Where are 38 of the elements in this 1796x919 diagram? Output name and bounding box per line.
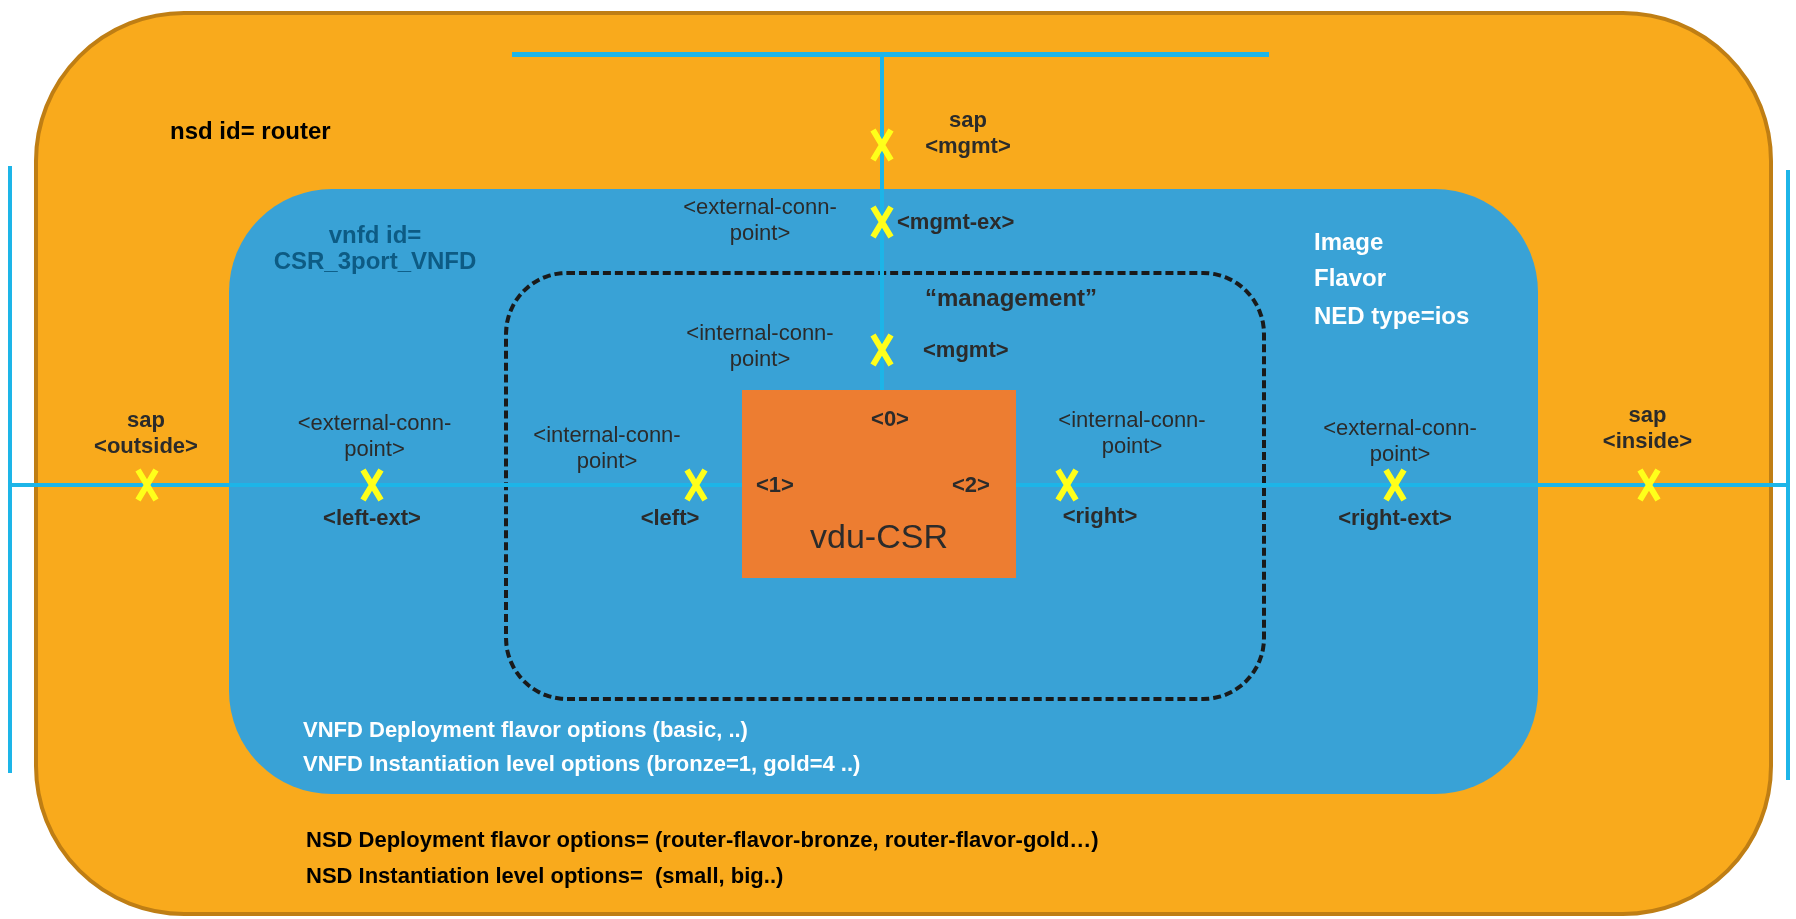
property-text: Image — [1314, 229, 1385, 255]
connection-line — [12, 483, 66, 487]
port-label: <mgmt> — [923, 337, 1010, 363]
function-box — [229, 189, 1538, 794]
package-box — [34, 11, 1773, 916]
connection-line — [880, 57, 884, 105]
options-text: VNFD Instantiation level options (bronze=1, gold=4 ..) — [303, 751, 862, 777]
connection-line — [1530, 483, 1575, 487]
options-text: NSD Deployment flavor options= (router-flavor-bronze, router-flavor-gold…) — [306, 827, 1100, 853]
connection-point-label: <internal-conn- point> — [1057, 407, 1207, 459]
port-label: <mgmt-ex> — [897, 209, 1016, 235]
connection-point-label: <internal-conn- point> — [685, 320, 835, 372]
unit-name: vdu-CSR — [809, 516, 949, 556]
package-title: nsd id= router — [170, 118, 332, 144]
port-number: <1> — [756, 472, 795, 498]
options-text: NSD Instantiation level options= (small, big..) — [306, 863, 785, 889]
box-title: vnfd id= CSR_3port_VNFD — [272, 222, 478, 274]
link-name: “management” — [925, 285, 1099, 311]
connection-point-label: <external-conn- point> — [1322, 415, 1478, 467]
connection-line — [880, 172, 884, 192]
connection-point-label: <internal-conn- point> — [532, 422, 682, 474]
options-text: VNFD Deployment flavor options (basic, ..) — [303, 717, 749, 743]
port-label: sap <inside> — [1601, 402, 1694, 454]
port-label: <right> — [1061, 503, 1139, 529]
property-text: NED type=ios — [1314, 303, 1471, 329]
port-label: <left> — [639, 505, 701, 531]
connection-line — [1720, 483, 1786, 487]
connection-point-label: <external-conn- point> — [682, 194, 838, 246]
unit-box — [742, 390, 1016, 578]
port-number: <2> — [952, 472, 991, 498]
port-number: <0> — [870, 406, 910, 432]
port-label: sap <outside> — [93, 407, 199, 459]
dashed-boundary — [504, 271, 1266, 701]
property-text: Flavor — [1314, 265, 1388, 291]
port-label: <right-ext> — [1337, 505, 1453, 531]
connection-point-label: <external-conn- point> — [296, 410, 453, 462]
port-label: sap <mgmt> — [924, 107, 1012, 159]
port-label: <left-ext> — [322, 505, 422, 531]
